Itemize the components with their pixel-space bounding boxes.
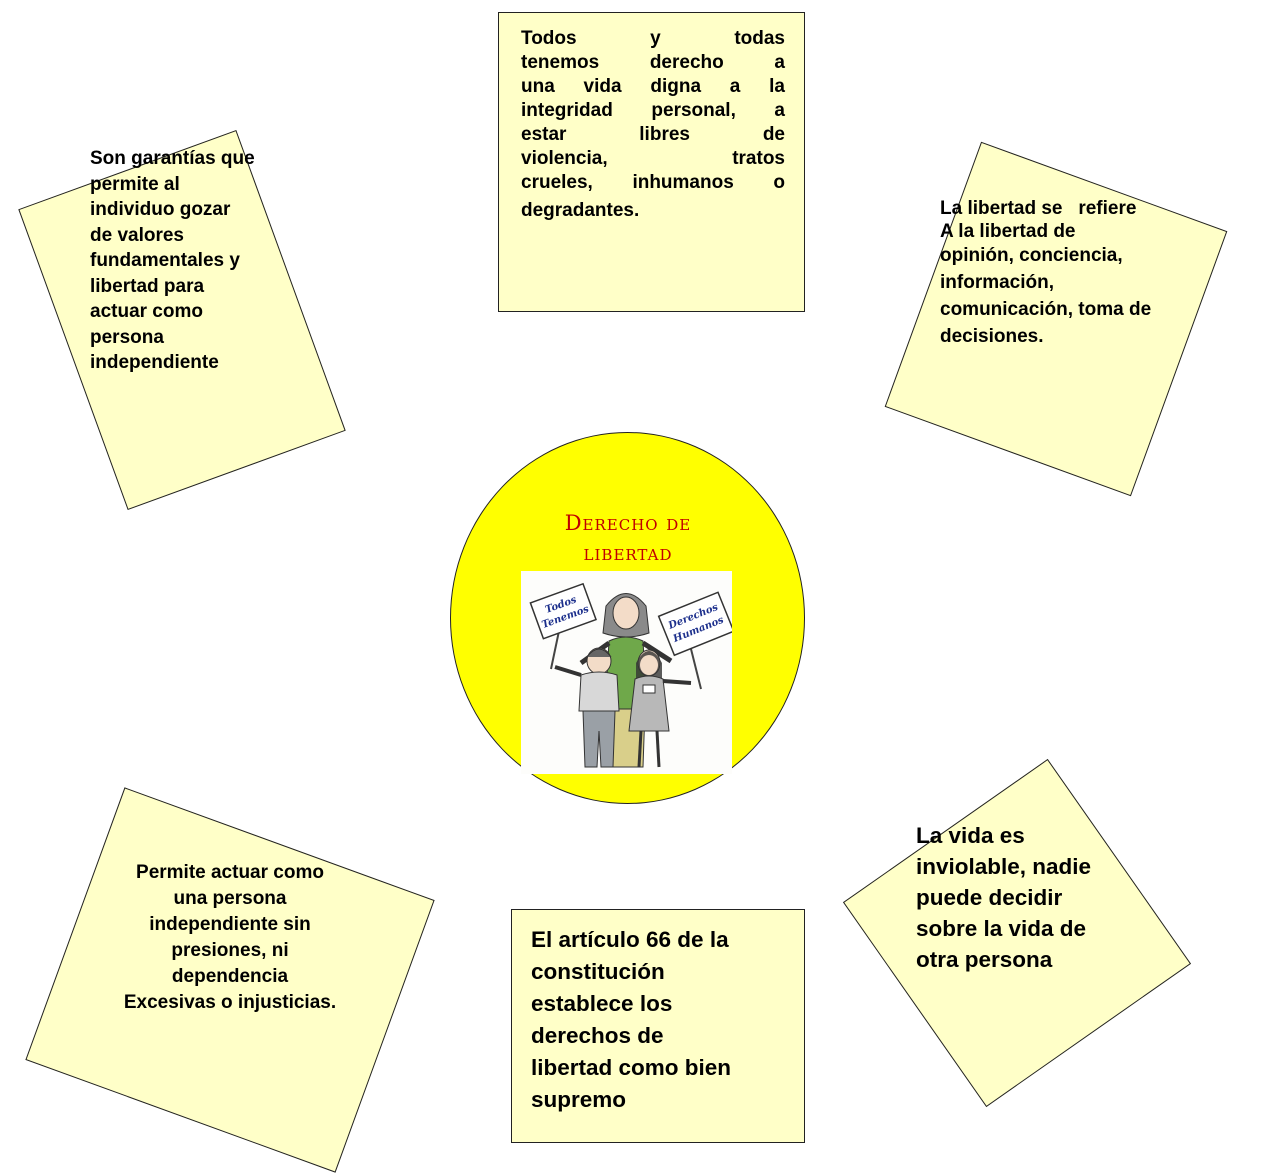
- note-top-center: Todos y todas tenemos derecho a una vida…: [498, 12, 805, 312]
- text-line: otra persona: [916, 947, 1053, 972]
- text-line: Permite actuar como: [136, 862, 324, 883]
- note-bottom-center: El artículo 66 de la constitución establ…: [511, 909, 805, 1143]
- text-line: presiones, ni: [171, 940, 289, 961]
- text-line: puede decidir: [916, 885, 1063, 910]
- text-line: libertad para: [90, 275, 205, 297]
- text-line: información,: [940, 272, 1055, 293]
- girl-figure-icon: [628, 649, 692, 768]
- text-line: El artículo 66 de la: [531, 927, 729, 952]
- text-line: actuar como: [90, 301, 203, 322]
- text-line: una vida digna a la: [521, 76, 785, 97]
- text-line: una persona: [173, 888, 287, 909]
- note-left-text: Son garantías que permite al individuo g…: [90, 146, 310, 376]
- note-bottom-right-text: La vida es inviolable, nadie puede decid…: [916, 820, 1176, 975]
- text-line: derechos de: [531, 1023, 664, 1048]
- text-line: A la libertad de: [940, 221, 1076, 242]
- text-line: dependencia: [171, 966, 289, 987]
- text-line: persona: [90, 326, 164, 348]
- text-line: establece los: [531, 991, 673, 1016]
- text-line: permite al: [90, 173, 180, 195]
- note-bottom-left-text: Permite actuar como una persona independ…: [90, 860, 370, 1016]
- text-line: violencia, tratos: [521, 148, 785, 169]
- text-line: Todos y todas: [521, 28, 785, 49]
- text-line: integridad personal, a: [521, 100, 785, 121]
- text-line: La libertad se refiere: [940, 198, 1137, 219]
- note-right-text: La libertad se refiere A la libertad de …: [940, 195, 1210, 350]
- text-line: constitución: [531, 959, 665, 984]
- text-line: comunicación, toma de: [940, 299, 1152, 320]
- text-line: Excesivas o injusticias.: [123, 992, 337, 1013]
- text-line: sobre la vida de: [916, 916, 1087, 941]
- text-line: La vida es: [916, 823, 1025, 848]
- illustration-svg: Todos Tenemos Derechos Humanos: [529, 582, 735, 768]
- text-line: decisiones.: [940, 326, 1044, 347]
- text-line: estar libres de: [521, 124, 785, 145]
- text-line: degradantes.: [521, 200, 640, 221]
- family-holding-signs-illustration: Todos Tenemos Derechos Humanos: [521, 571, 735, 774]
- text-line: inviolable, nadie: [916, 854, 1092, 879]
- center-title-line: libertad: [583, 541, 673, 565]
- note-top-center-text: Todos y todas tenemos derecho a una vida…: [521, 27, 785, 223]
- text-line: de valores: [90, 224, 184, 246]
- center-title-line: Derecho de: [564, 511, 692, 535]
- text-line: independiente sin: [149, 914, 311, 935]
- text-line: individuo gozar: [90, 199, 231, 220]
- text-line: Son garantías que: [90, 148, 255, 169]
- center-title: Derecho de libertad: [510, 508, 746, 568]
- text-line: fundamentales y: [90, 250, 240, 271]
- text-line: tenemos derecho a: [521, 52, 785, 73]
- sign-right-icon: Derechos Humanos: [657, 591, 735, 690]
- text-line: crueles, inhumanos o: [521, 172, 785, 193]
- text-line: independiente: [90, 352, 219, 373]
- text-line: opinión, conciencia,: [940, 245, 1123, 266]
- text-line: supremo: [531, 1087, 627, 1112]
- text-line: libertad como bien: [531, 1055, 732, 1080]
- boy-figure-icon: [554, 647, 620, 768]
- note-bottom-center-text: El artículo 66 de la constitución establ…: [531, 924, 801, 1116]
